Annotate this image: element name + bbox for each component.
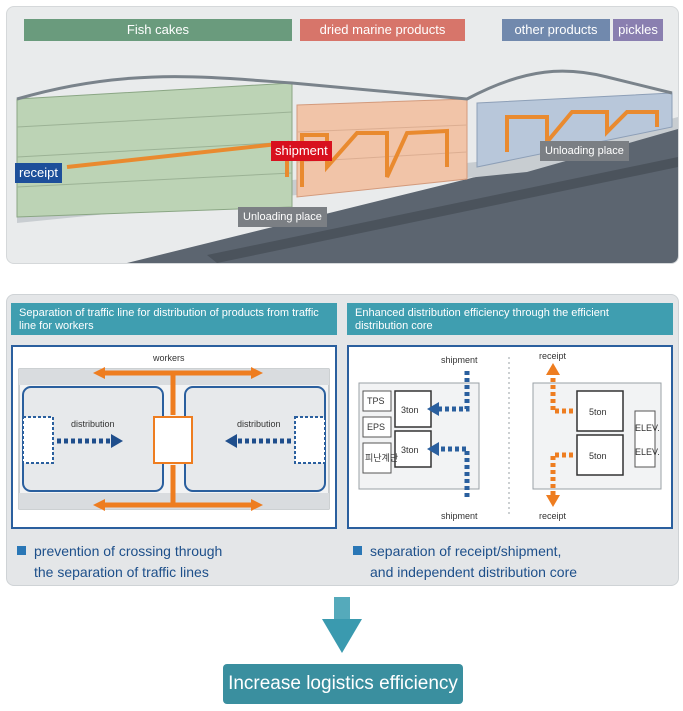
down-arrow-icon [322,597,362,653]
shipment-flow-bottom [435,446,470,497]
shipment-label-bottom: shipment [441,511,478,521]
eps-room [362,416,392,438]
dried-floor-line-1 [296,124,468,133]
shipment-tag: shipment [271,141,332,161]
ton-label-2: 3ton [401,445,419,455]
eps-label: EPS [367,422,385,432]
ton-label-4: 5ton [589,451,607,461]
roof-line [16,69,673,101]
elevator-3ton-1 [394,390,432,428]
receipt-tag: receipt [15,163,63,183]
distribution-label-left: distribution [71,419,115,429]
workers-label: workers [152,353,185,363]
tps-room [362,390,392,412]
result-banner: Increase logistics efficiency [223,664,463,704]
flow-line-other [505,110,659,152]
category-dried-marine-products: dried marine products [300,19,465,41]
comparison-panel: Separation of traffic line for distribut… [6,294,679,586]
fish-floor-line-1 [16,111,293,128]
left-bullet: prevention of crossing through the separ… [17,541,222,583]
receipt-label-top: receipt [539,351,567,361]
receipt-arrowhead-top [546,363,560,375]
shipment-flow-top [435,371,470,412]
receipt-arrowhead-bottom [546,495,560,507]
bullet-square-icon [17,545,26,555]
right-bullet: separation of receipt/shipment, and inde… [353,541,577,583]
elevator-5ton-2 [576,434,624,476]
workers-arrowhead-top-right [251,367,263,379]
distribution-label-right: distribution [237,419,281,429]
right-bullet-line-2: and independent distribution core [370,564,578,580]
right-bullet-line-1: separation of receipt/shipment, [370,543,562,559]
elevator-3ton-2 [394,430,432,468]
shipment-arrowhead-bottom [427,442,439,456]
building-cutaway-panel: Fish cakes dried marine products other p… [6,6,679,264]
workers-arrowhead-bottom-right [251,499,263,511]
road-shadow [207,157,678,263]
distribution-arrowhead-left [111,434,123,448]
stair-room [362,442,392,474]
shipment-arrowhead-top [427,402,439,416]
elev-label-2: ELEV. [635,447,660,457]
right-entry-box [294,416,326,464]
dried-section [296,98,468,198]
shipment-label-top: shipment [441,355,478,365]
left-panel-header: Separation of traffic line for distribut… [11,303,337,335]
right-panel-header: Enhanced distribution efficiency through… [347,303,673,335]
other-products-section [476,92,673,168]
elev-room [634,410,656,468]
ton-label-1: 3ton [401,405,419,415]
building-cutaway-illustration [16,69,678,263]
unloading-place-left: Unloading place [238,207,327,227]
elevator-5ton-1 [576,390,624,432]
fish-floor-line-2 [16,141,293,158]
distribution-core-floor-plan: shipment shipment receipt receipt TPS EP… [347,345,673,529]
workers-arrowhead-top-left [93,367,105,379]
category-other-products: other products [502,19,610,41]
traffic-line-floor-plan: workers distribution distribution [11,345,337,529]
workers-arrowhead-bottom-left [93,499,105,511]
distribution-arrowhead-right [225,434,237,448]
traffic-line-diagram: workers distribution distribution [18,353,330,511]
stair-label: 피난계단 [365,452,398,463]
left-bullet-line-1: prevention of crossing through [34,543,223,559]
ton-label-3: 5ton [589,407,607,417]
unloading-place-right: Unloading place [540,141,629,161]
bullet-square-icon [353,545,362,555]
left-entry-box [22,416,54,464]
receipt-flow-top [550,373,573,414]
category-fish-cakes: Fish cakes [24,19,292,41]
receipt-label-bottom: receipt [539,511,567,521]
category-pickles: pickles [613,19,663,41]
left-bullet-line-2: the separation of traffic lines [34,564,209,580]
flow-line-dried [300,128,449,187]
central-core [153,416,193,464]
tps-label: TPS [367,396,385,406]
distribution-core-diagram: shipment shipment receipt receipt TPS EP… [358,351,662,521]
fish-floor-line-3 [16,172,293,188]
elev-label-1: ELEV. [635,423,660,433]
